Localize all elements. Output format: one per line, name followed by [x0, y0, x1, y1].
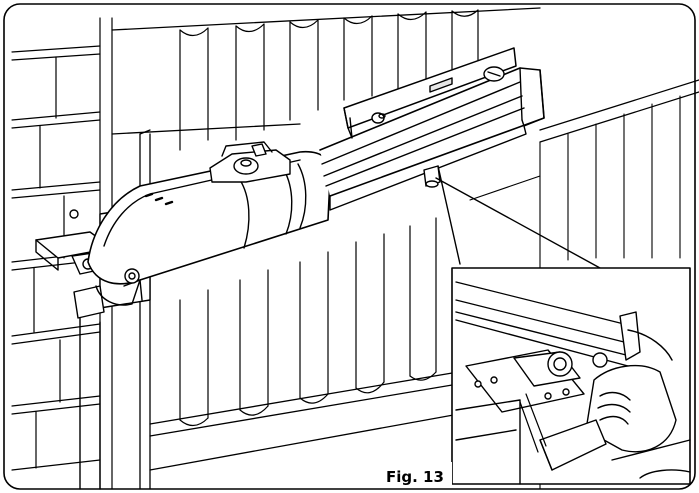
- figure-caption: Fig. 13: [386, 468, 444, 486]
- spirit-level: [343, 47, 517, 139]
- operator-housing: [87, 141, 332, 306]
- gate-bars-top: [179, 9, 479, 151]
- adjustment-point: [423, 165, 601, 269]
- detail-inset: [451, 267, 691, 485]
- caption-backdrop: [380, 462, 452, 486]
- gate-bars-bottom: [179, 217, 437, 427]
- figure-frame: [3, 3, 696, 490]
